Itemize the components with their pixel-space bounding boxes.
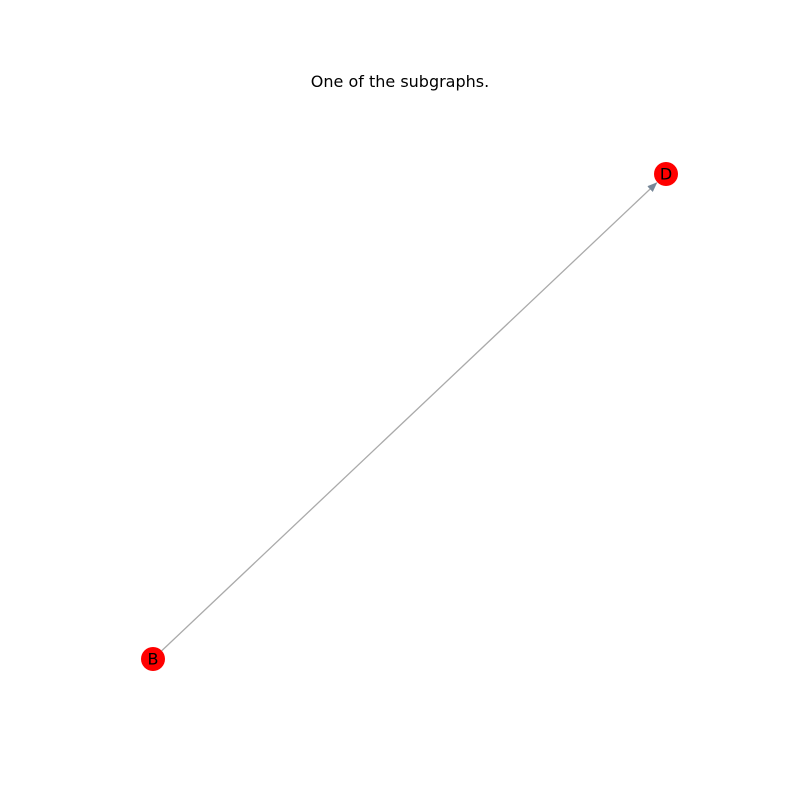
nodes-layer: BD: [141, 162, 678, 671]
edge-B-D: [161, 182, 658, 652]
node-B: B: [141, 647, 165, 671]
node-label: B: [148, 650, 159, 669]
node-circle: [654, 162, 678, 186]
diagram-title: One of the subgraphs.: [310, 72, 490, 91]
node-circle: [141, 647, 165, 671]
edges-layer: [161, 182, 658, 652]
node-D: D: [654, 162, 678, 186]
node-label: D: [660, 165, 672, 184]
